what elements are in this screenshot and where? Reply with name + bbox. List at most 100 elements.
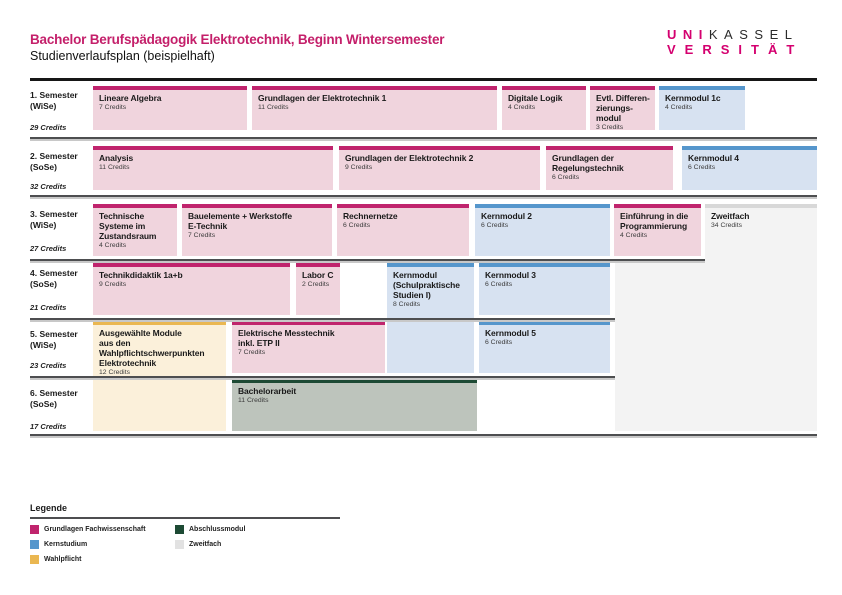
module-title: Analysis <box>99 153 134 163</box>
module-color-bar <box>659 86 745 90</box>
module-title: Kernmodul 3 <box>485 270 536 280</box>
module-title: Zweitfach <box>711 211 750 221</box>
semester-credits-total: 32 Credits <box>30 182 67 191</box>
module-credits: 4 Credits <box>620 232 648 239</box>
module-title: Digitale Logik <box>508 93 563 103</box>
row-divider <box>30 259 705 261</box>
semester-label: 1. Semester (WiSe) <box>30 90 78 111</box>
module-color-bar <box>502 86 586 90</box>
module-title: Elektrische Messtechnik inkl. ETP II <box>238 328 335 348</box>
module-credits: 6 Credits <box>552 174 580 181</box>
module-color-bar <box>232 379 477 383</box>
module-title: Grundlagen der Elektrotechnik 2 <box>345 153 474 163</box>
module-title: Kernmodul 4 <box>688 153 739 163</box>
row-divider <box>30 318 615 320</box>
module-credits: 11 Credits <box>238 397 269 404</box>
module-credits: 34 Credits <box>711 222 742 229</box>
legend-label: Grundlagen Fachwissenschaft <box>44 526 146 533</box>
semester-label: 6. Semester (SoSe) <box>30 388 78 409</box>
module-credits: 3 Credits <box>596 124 624 131</box>
module-color-bar <box>296 263 340 267</box>
module-color-bar <box>252 86 497 90</box>
module-color-bar <box>682 146 817 150</box>
module-title: Kernmodul 1c <box>665 93 721 103</box>
module-credits: 9 Credits <box>99 281 127 288</box>
module-title: Kernmodul (Schulpraktische Studien I) <box>393 270 460 300</box>
module-title: Grundlagen der Elektrotechnik 1 <box>258 93 387 103</box>
module-title: Evtl. Differen- zierungs- modul <box>596 93 650 123</box>
semester-label: 2. Semester (SoSe) <box>30 151 78 172</box>
module-title: Grundlagen der Regelungstechnik <box>552 153 624 173</box>
module-credits: 6 Credits <box>688 164 716 171</box>
semester-label: 5. Semester (WiSe) <box>30 329 78 350</box>
module-title: Bauelemente + Werkstoffe E-Technik <box>188 211 292 231</box>
module-title: Kernmodul 2 <box>481 211 532 221</box>
module-credits: 6 Credits <box>485 339 513 346</box>
legend-swatch <box>175 540 184 549</box>
module-title: Technische Systeme im Zustandsraum <box>99 211 157 241</box>
row-divider <box>30 195 817 197</box>
module-color-bar <box>339 146 540 150</box>
header-rule <box>30 78 817 81</box>
module-credits: 6 Credits <box>343 222 371 229</box>
module-color-bar <box>705 204 817 208</box>
module-credits: 11 Credits <box>99 164 130 171</box>
module-color-bar <box>479 263 610 267</box>
module-credits: 4 Credits <box>508 104 536 111</box>
legend-swatch <box>30 555 39 564</box>
module-title: Kernmodul 5 <box>485 328 536 338</box>
semester-label: 4. Semester (SoSe) <box>30 268 78 289</box>
module-title: Labor C <box>302 270 334 280</box>
semester-credits-total: 27 Credits <box>30 244 67 253</box>
module-credits: 7 Credits <box>238 349 266 356</box>
module-credits: 11 Credits <box>258 104 289 111</box>
legend-swatch <box>30 525 39 534</box>
semester-credits-total: 21 Credits <box>30 303 67 312</box>
semester-credits-total: 23 Credits <box>30 361 67 370</box>
module-color-bar <box>93 204 177 208</box>
module-credits: 6 Credits <box>485 281 513 288</box>
module-title: Bachelorarbeit <box>238 386 297 396</box>
module-title: Einführung in die Programmierung <box>620 211 689 231</box>
module-color-bar <box>93 321 226 325</box>
legend-label: Zweitfach <box>189 541 222 548</box>
module-color-bar <box>479 321 610 325</box>
module-color-bar <box>182 204 332 208</box>
module-credits: 7 Credits <box>188 232 216 239</box>
module-title: Technikdidaktik 1a+b <box>99 270 183 280</box>
module-color-bar <box>93 146 333 150</box>
logo-versitaet: VERSITÄT <box>667 42 804 57</box>
semester-credits-total: 17 Credits <box>30 422 67 431</box>
logo-kassel: KASSEL <box>708 27 799 42</box>
uni-kassel-logo: UNIKASSEL VERSITÄT <box>667 27 803 57</box>
logo-line-1: UNIKASSEL <box>667 27 803 42</box>
module-credits: 9 Credits <box>345 164 373 171</box>
module-color-bar <box>93 86 247 90</box>
row-divider <box>30 434 817 436</box>
semester-credits-total: 29 Credits <box>30 123 67 132</box>
module-color-bar <box>337 204 469 208</box>
module-color-bar <box>590 86 655 90</box>
module-color-bar <box>93 263 290 267</box>
legend-label: Wahlpflicht <box>44 556 82 563</box>
legend-label: Abschlussmodul <box>189 526 246 533</box>
legend-rule <box>30 517 340 519</box>
module-title: Lineare Algebra <box>99 93 162 103</box>
